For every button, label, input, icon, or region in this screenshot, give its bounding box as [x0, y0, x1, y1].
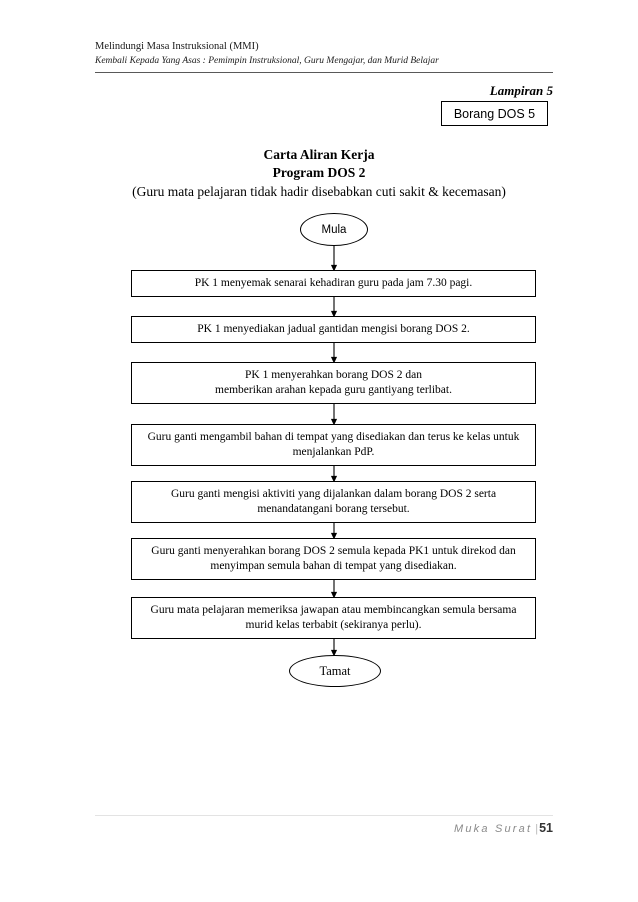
- flow-step-7-text-line-1: Guru mata pelajaran memeriksa jawapan at…: [150, 603, 517, 616]
- flow-step-2: PK 1 menyediakan jadual gantidan mengisi…: [131, 316, 536, 343]
- flow-step-3: PK 1 menyerahkan borang DOS 2 dan member…: [131, 362, 536, 404]
- header-subtitle-line: Kembali Kepada Yang Asas : Pemimpin Inst…: [95, 56, 439, 66]
- flow-step-6-text-line-1: Guru ganti menyerahkan borang DOS 2 semu…: [151, 544, 516, 557]
- flow-step-5: Guru ganti mengisi aktiviti yang dijalan…: [131, 481, 536, 523]
- flow-step-1: PK 1 menyemak senarai kehadiran guru pad…: [131, 270, 536, 297]
- flow-step-7: Guru mata pelajaran memeriksa jawapan at…: [131, 597, 536, 639]
- flow-step-4: Guru ganti mengambil bahan di tempat yan…: [131, 424, 536, 466]
- footer-label: Muka Surat: [453, 823, 533, 835]
- header-title-line: Melindungi Masa Instruksional (MMI): [95, 41, 259, 52]
- flow-step-5-text-line-2: menandatangani borang tersebut.: [257, 503, 410, 515]
- flow-step-4-text-line-2: menjalankan PdP.: [292, 446, 375, 458]
- document-header: Melindungi Masa Instruksional (MMI) Kemb…: [95, 40, 553, 68]
- document-footer: Muka Surat|51: [300, 821, 553, 835]
- footer-separator: |: [535, 823, 539, 835]
- form-code-box: Borang DOS 5: [441, 101, 548, 126]
- header-divider: [95, 72, 553, 73]
- flow-step-6: Guru ganti menyerahkan borang DOS 2 semu…: [131, 538, 536, 580]
- flow-step-3-text-line-2: memberikan arahan kepada guru gantiyang …: [215, 384, 452, 396]
- title-line-1: Carta Aliran Kerja: [263, 147, 375, 162]
- flow-step-4-text-line-1: Guru ganti mengambil bahan di tempat yan…: [147, 430, 520, 443]
- appendix-label: Lampiran 5: [489, 83, 553, 98]
- flow-step-1-text: PK 1 menyemak senarai kehadiran guru pad…: [194, 276, 473, 289]
- page-title: Carta Aliran Kerja Program DOS 2 (Guru m…: [69, 146, 569, 201]
- flow-start-terminator: Mula: [300, 213, 368, 246]
- title-line-2: Program DOS 2: [272, 164, 366, 180]
- flow-step-7-text-line-2: murid kelas terbabit (sekiranya perlu).: [245, 619, 422, 631]
- footer-page-number: 51: [539, 821, 553, 835]
- flow-step-3-text-line-1: PK 1 menyerahkan borang DOS 2 dan: [245, 368, 422, 381]
- flow-end-terminator: Tamat: [289, 655, 381, 687]
- flow-step-5-text-line-1: Guru ganti mengisi aktiviti yang dijalan…: [170, 487, 497, 500]
- flow-step-2-text: PK 1 menyediakan jadual gantidan mengisi…: [197, 322, 470, 335]
- title-subtitle: (Guru mata pelajaran tidak hadir disebab…: [132, 184, 506, 199]
- footer-divider: [95, 815, 553, 816]
- flow-step-6-text-line-2: menyimpan semula bahan di tempat yang di…: [210, 560, 457, 572]
